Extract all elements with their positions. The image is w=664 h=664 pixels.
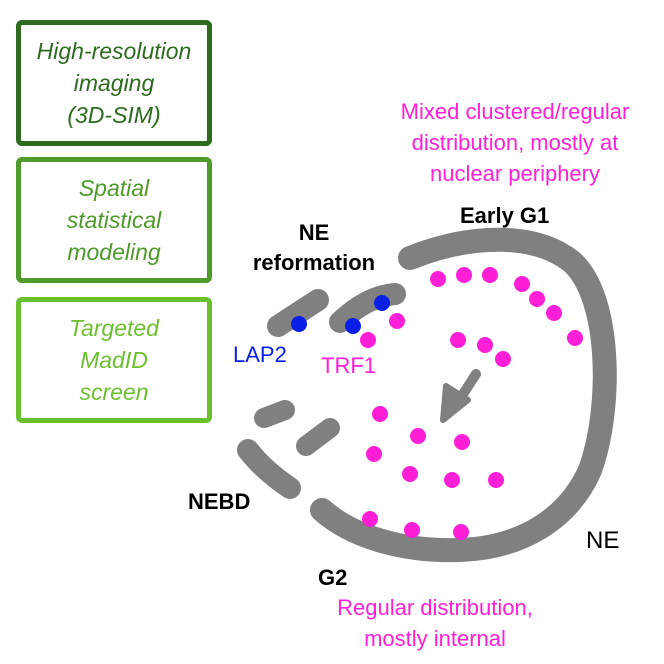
trf1-focus bbox=[362, 511, 378, 527]
trf1-focus bbox=[454, 434, 470, 450]
trf1-focus bbox=[567, 330, 583, 346]
progression-arrow bbox=[440, 369, 481, 423]
trf1-focus bbox=[456, 267, 472, 283]
panel-screen: Targeted MadID screen bbox=[16, 297, 212, 423]
trf1-focus bbox=[360, 332, 376, 348]
trf1-focus bbox=[430, 271, 446, 287]
trf1-focus bbox=[453, 524, 469, 540]
panel-modeling-text: Spatial statistical modeling bbox=[66, 175, 162, 265]
nebd-fragment-low bbox=[237, 439, 301, 499]
trf1-focus bbox=[444, 472, 460, 488]
top-note: Mixed clustered/regular distribution, mo… bbox=[400, 99, 630, 186]
lap2-label: LAP2 bbox=[233, 342, 287, 367]
trf1-foci bbox=[360, 267, 583, 540]
trf1-focus bbox=[410, 428, 426, 444]
trf1-focus bbox=[477, 337, 493, 353]
trf1-focus bbox=[488, 472, 504, 488]
ne-fragment-right bbox=[329, 283, 406, 333]
trf1-focus bbox=[495, 351, 511, 367]
g2-label: G2 bbox=[318, 565, 348, 590]
ne-label: NE bbox=[586, 527, 620, 554]
panel-modeling: Spatial statistical modeling bbox=[16, 157, 212, 283]
ne-fragment-left bbox=[267, 289, 329, 337]
early-g1-label: Early G1 bbox=[460, 203, 550, 228]
panel-imaging-text: High-resolution imaging (3D-SIM) bbox=[36, 38, 192, 128]
trf1-focus bbox=[366, 446, 382, 462]
nuclear-envelope bbox=[310, 227, 617, 563]
trf1-focus bbox=[529, 291, 545, 307]
trf1-focus bbox=[450, 332, 466, 348]
bottom-note: Regular distribution, mostly internal bbox=[337, 595, 533, 651]
lap2-focus bbox=[291, 316, 307, 332]
trf1-focus bbox=[404, 522, 420, 538]
panel-screen-text: Targeted MadID screen bbox=[69, 315, 159, 405]
trf1-label: TRF1 bbox=[321, 353, 376, 378]
lap2-focus bbox=[374, 295, 390, 311]
nebd-fragment-top bbox=[254, 400, 295, 428]
nebd-label: NEBD bbox=[188, 489, 251, 514]
trf1-focus bbox=[482, 267, 498, 283]
trf1-focus bbox=[514, 276, 530, 292]
trf1-focus bbox=[389, 313, 405, 329]
nebd-fragment-mid bbox=[296, 418, 340, 456]
trf1-focus bbox=[546, 305, 562, 321]
ne-reformation-label: NE reformation bbox=[252, 220, 376, 275]
lap2-foci bbox=[291, 295, 390, 334]
panel-imaging: High-resolution imaging (3D-SIM) bbox=[16, 20, 212, 146]
trf1-focus bbox=[402, 466, 418, 482]
lap2-focus bbox=[345, 318, 361, 334]
trf1-focus bbox=[372, 406, 388, 422]
